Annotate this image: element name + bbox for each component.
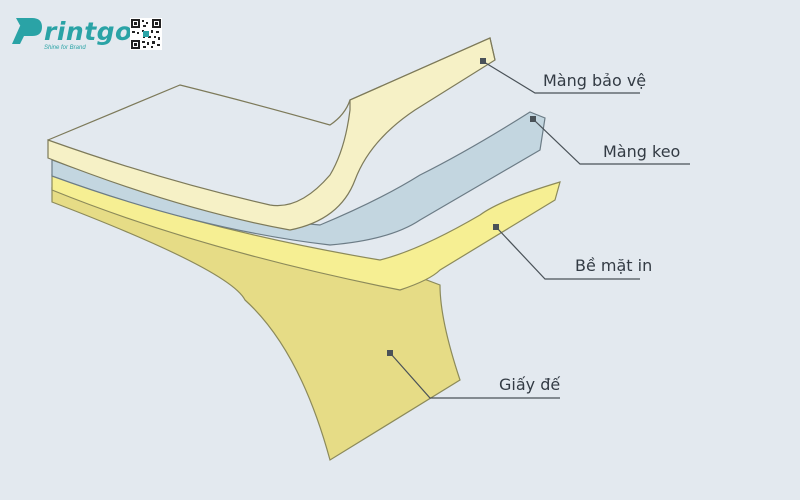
printgo-p-icon	[12, 18, 42, 44]
brand-name: rintgo	[44, 17, 133, 46]
label-backing-paper: Giấy đế	[499, 375, 561, 394]
printgo-logo: rintgo Shine for Brand	[10, 14, 170, 58]
label-print-surface: Bề mặt in	[575, 256, 653, 275]
leader-adhesive-film	[533, 119, 690, 165]
marker-protective-film	[480, 58, 486, 64]
marker-backing-paper	[387, 350, 393, 356]
qr-code-icon	[130, 18, 162, 50]
protective-film-layer	[47, 37, 496, 231]
marker-print-surface	[493, 224, 499, 230]
label-adhesive-film: Màng keo	[603, 142, 681, 161]
leader-print-surface	[496, 227, 640, 280]
leader-protective-film	[483, 61, 640, 94]
protective-film-top	[47, 37, 496, 141]
leader-backing-paper	[390, 353, 560, 399]
brand-tagline: Shine for Brand	[44, 45, 86, 51]
print-surface-layer	[51, 174, 561, 291]
label-protective-film: Màng bảo vệ	[543, 71, 647, 90]
marker-adhesive-film	[530, 116, 536, 122]
